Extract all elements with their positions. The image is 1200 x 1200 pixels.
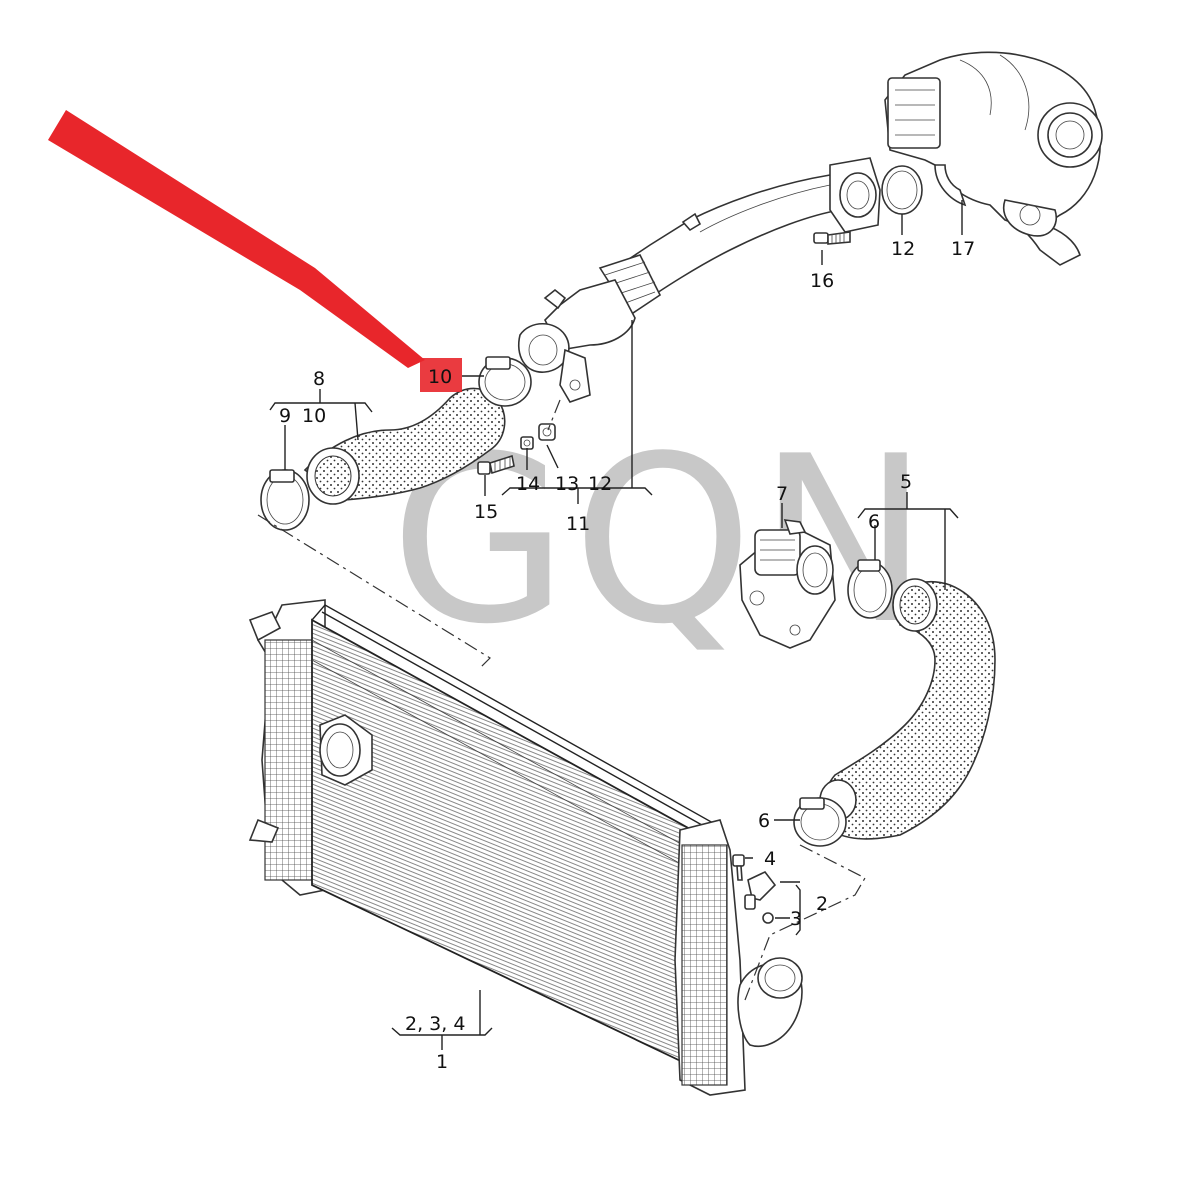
callout-11: 11 [566, 513, 590, 535]
callout-11-sub-12: 12 [588, 473, 612, 495]
nut-13-part [538, 423, 556, 441]
bolt-16-part [813, 231, 851, 245]
callout-1-sub: 2, 3, 4 [405, 1013, 465, 1035]
callout-6-upper: 6 [868, 511, 880, 533]
callout-1: 1 [436, 1051, 448, 1073]
callout-15: 15 [474, 501, 498, 523]
leader-lines [269, 200, 963, 1050]
bolt-4-part [732, 854, 745, 881]
hose-clamp-9-part [260, 469, 310, 531]
callout-11-sub-13: 13 [555, 473, 579, 495]
callout-4: 4 [764, 848, 776, 870]
callout-3: 3 [790, 908, 802, 930]
washer-14-part [520, 436, 534, 450]
highlight-box [420, 358, 462, 392]
hose-clamp-6-lower-part [793, 797, 847, 847]
callout-5: 5 [900, 471, 912, 493]
callout-11-sub-14: 14 [516, 473, 540, 495]
intercooler-part [248, 599, 803, 1096]
callout-2: 2 [816, 893, 828, 915]
pressure-sensor-2-part [744, 871, 777, 910]
lower-hose-part [819, 578, 996, 840]
o-ring-part [881, 165, 923, 215]
hose-clamp-6-upper-part [847, 559, 893, 619]
assembly-lines [257, 399, 866, 1001]
charge-air-pipe-part [518, 157, 881, 403]
highlight-arrow [48, 110, 425, 368]
callout-8-sub-9: 9 [279, 405, 291, 427]
callout-17: 17 [951, 238, 975, 260]
callout-10-highlighted: 10 [428, 366, 452, 388]
callout-8-sub-10: 10 [302, 405, 326, 427]
bolt-15-part [477, 454, 515, 475]
callout-8: 8 [313, 368, 325, 390]
hose-clamp-10-part [478, 356, 532, 407]
callout-12: 12 [891, 238, 915, 260]
seal-3-part [762, 912, 774, 924]
turbocharger-part [884, 51, 1103, 266]
callout-7: 7 [776, 483, 788, 505]
callout-16: 16 [810, 270, 834, 292]
throttle-body-part [739, 519, 836, 649]
callout-6-lower: 6 [758, 810, 770, 832]
